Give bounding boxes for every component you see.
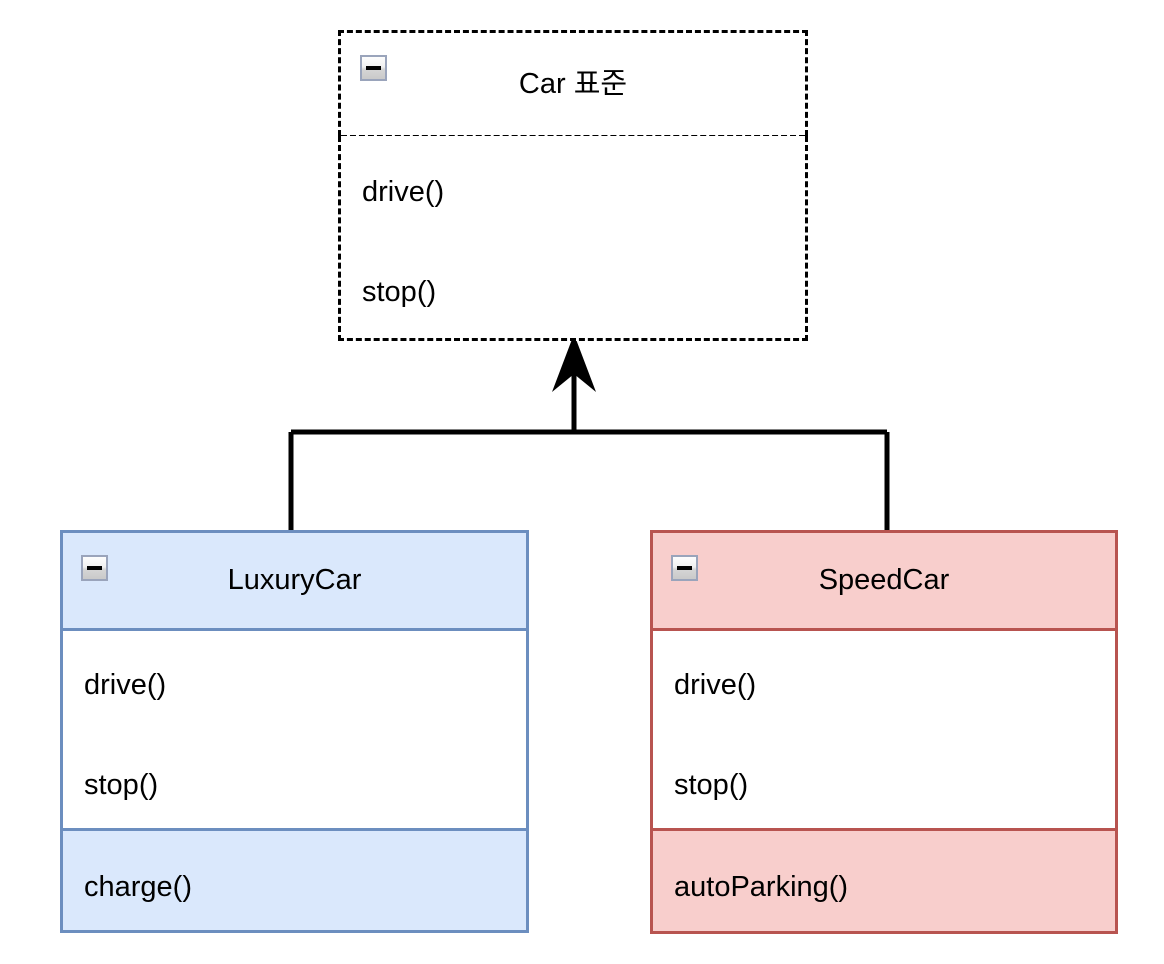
realization-edge-group xyxy=(288,334,890,531)
collapse-minus-icon[interactable] xyxy=(671,555,698,581)
class-section-methods-car: drive() stop() xyxy=(338,136,808,341)
collapse-minus-icon[interactable] xyxy=(81,555,108,581)
class-header-luxurycar: LuxuryCar xyxy=(60,530,529,631)
class-section-extra-luxurycar: charge() xyxy=(60,831,529,933)
class-header-car: Car 표준 xyxy=(338,30,808,138)
class-member: stop() xyxy=(674,769,749,801)
minus-bar xyxy=(87,566,102,570)
class-header-speedcar: SpeedCar xyxy=(650,530,1118,631)
class-section-methods-speedcar: drive() stop() xyxy=(650,631,1118,831)
class-member: charge() xyxy=(84,871,192,903)
minus-bar xyxy=(366,66,381,70)
class-name-car: Car 표준 xyxy=(518,68,628,100)
class-member: stop() xyxy=(362,276,437,308)
open-arrowhead-icon xyxy=(552,334,596,392)
class-member: drive() xyxy=(362,176,445,208)
class-section-extra-speedcar: autoParking() xyxy=(650,831,1118,934)
collapse-minus-icon[interactable] xyxy=(360,55,387,81)
minus-bar xyxy=(677,566,692,570)
class-box-car[interactable]: Car 표준 drive() stop() xyxy=(338,30,808,341)
class-name-speedcar: SpeedCar xyxy=(818,564,950,596)
class-name-luxurycar: LuxuryCar xyxy=(227,564,362,596)
class-member: drive() xyxy=(674,669,757,701)
class-box-luxurycar[interactable]: LuxuryCar drive() stop() charge() xyxy=(60,530,529,933)
class-member: autoParking() xyxy=(674,871,849,903)
class-section-methods-luxurycar: drive() stop() xyxy=(60,631,529,831)
class-member: drive() xyxy=(84,669,167,701)
class-box-speedcar[interactable]: SpeedCar drive() stop() autoParking() xyxy=(650,530,1118,934)
class-member: stop() xyxy=(84,769,159,801)
